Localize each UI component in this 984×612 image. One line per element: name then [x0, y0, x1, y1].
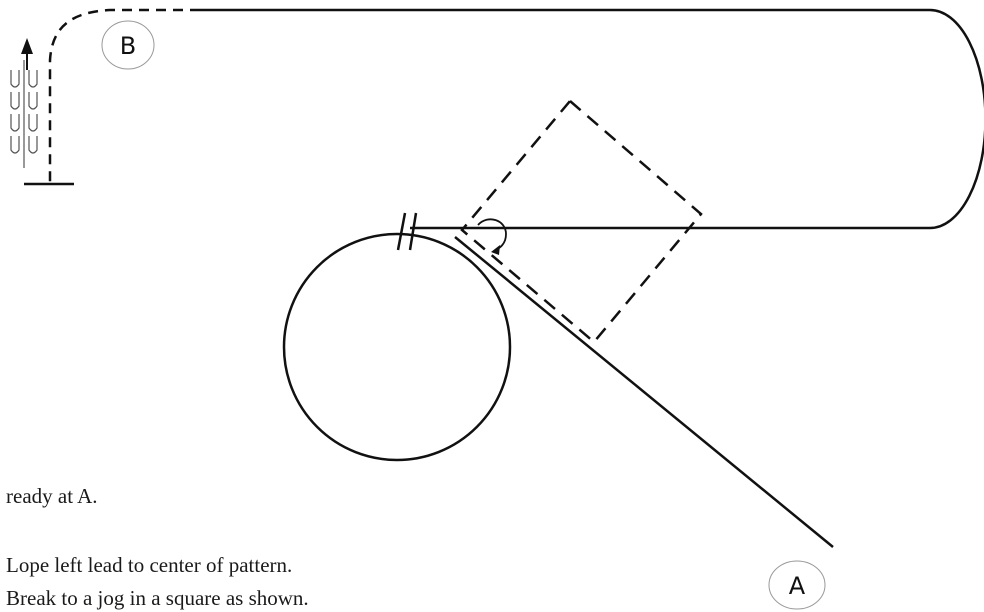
instruction-line-1: ready at A.: [6, 484, 98, 508]
instruction-line-2: Lope left lead to center of pattern.: [6, 553, 293, 577]
entry-line: [454, 236, 834, 548]
instruction-line-3: Break to a jog in a square as shown.: [6, 586, 309, 610]
finish-dashed-path: [48, 8, 200, 183]
marker-b: B: [101, 20, 155, 70]
lope-circle: [282, 232, 512, 462]
lope-track-path: [200, 8, 984, 230]
turn-arrowhead-icon: [491, 245, 500, 255]
marker-b-label: B: [120, 32, 136, 60]
marker-a-label: A: [789, 572, 806, 600]
arrow-up-icon: [21, 38, 33, 70]
jog-square: [460, 99, 703, 344]
center-marker: [396, 212, 418, 251]
marker-a: A: [768, 560, 826, 610]
hoof-print-icon: [10, 60, 38, 168]
